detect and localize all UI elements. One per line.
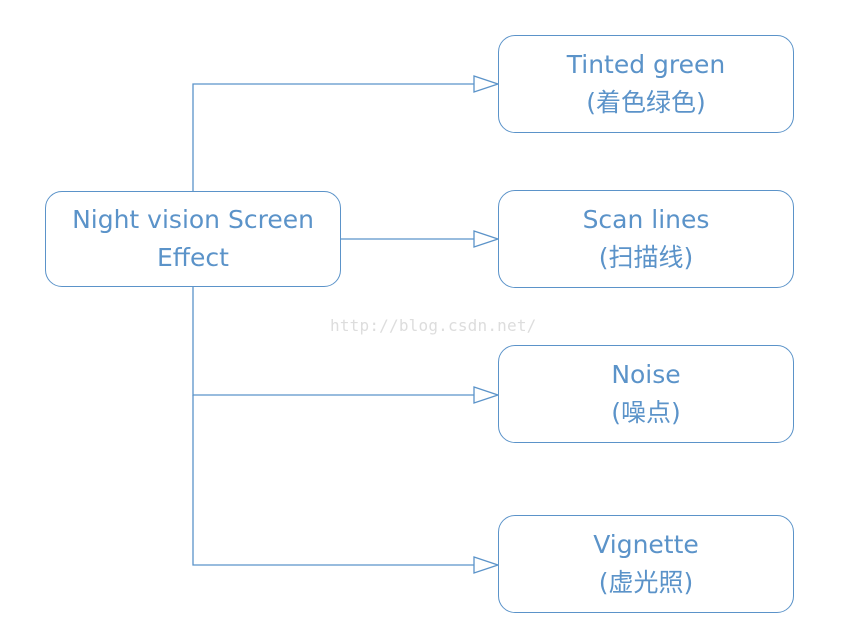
node-tinted-green: Tinted green (着色绿色) (498, 35, 794, 133)
node-vignette-sublabel: (虚光照) (598, 568, 694, 597)
connector-vignette (192, 395, 474, 566)
node-tinted-green-sublabel: (着色绿色) (586, 88, 706, 117)
node-scan-lines-label: Scan lines (582, 205, 710, 234)
arrowhead-scan-lines (473, 230, 501, 248)
connector-tinted-green (192, 83, 474, 191)
arrowhead-vignette (473, 556, 501, 574)
root-node-label-line2: Effect (157, 243, 229, 272)
node-noise-sublabel: (噪点) (611, 398, 681, 427)
node-noise: Noise (噪点) (498, 345, 794, 443)
node-tinted-green-label: Tinted green (566, 50, 726, 79)
node-scan-lines-sublabel: (扫描线) (598, 243, 694, 272)
root-node-label-line1: Night vision Screen (72, 205, 314, 234)
arrowhead-noise (473, 386, 501, 404)
watermark-text: http://blog.csdn.net/ (330, 316, 537, 335)
arrowhead-tinted-green (473, 75, 501, 93)
connector-noise (192, 287, 474, 396)
node-vignette: Vignette (虚光照) (498, 515, 794, 613)
node-noise-label: Noise (611, 360, 681, 389)
root-node-night-vision: Night vision Screen Effect (45, 191, 341, 287)
node-vignette-label: Vignette (593, 530, 699, 559)
node-scan-lines: Scan lines (扫描线) (498, 190, 794, 288)
